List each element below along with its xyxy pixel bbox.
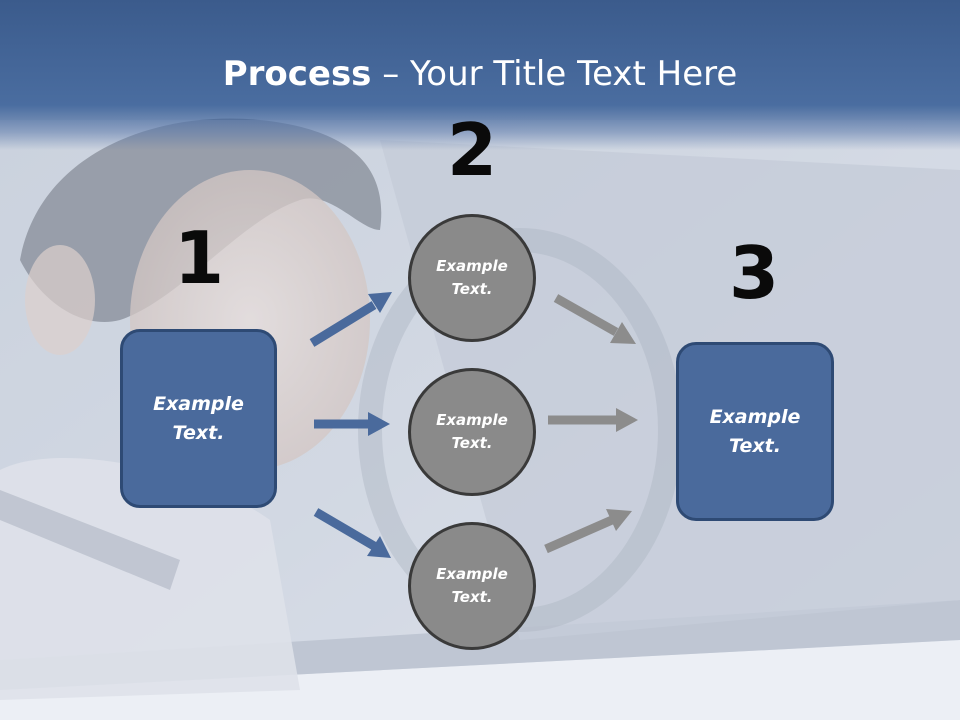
left-box-label: Example Text. [153, 392, 244, 444]
step-number-1: 1 [173, 216, 225, 300]
process-circle-middle: Example Text. [408, 368, 536, 496]
circle-bottom-label: Example Text. [436, 565, 508, 606]
circle-top-label: Example Text. [436, 257, 508, 298]
process-circle-bottom: Example Text. [408, 522, 536, 650]
step-number-3: 3 [728, 231, 780, 315]
process-circle-top: Example Text. [408, 214, 536, 342]
right-box-label: Example Text. [709, 405, 801, 457]
slide-title: Process – Your Title Text Here [0, 52, 960, 96]
step-number-2: 2 [446, 108, 498, 192]
left-process-box: Example Text. [120, 329, 277, 508]
title-band [0, 0, 960, 150]
title-bold-part: Process [222, 54, 372, 94]
title-rest-part: – Your Title Text Here [371, 54, 738, 94]
right-process-box: Example Text. [676, 342, 834, 521]
circle-middle-label: Example Text. [436, 411, 508, 452]
